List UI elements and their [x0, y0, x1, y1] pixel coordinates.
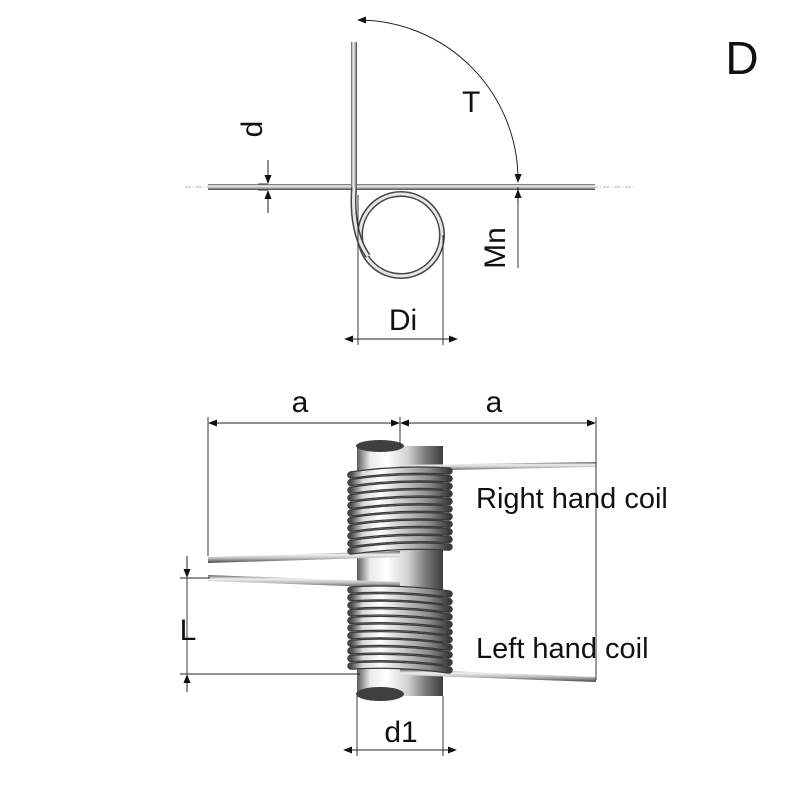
coil-turn [348, 482, 452, 493]
label-d1: d1 [384, 716, 417, 749]
coil-turn [348, 467, 452, 478]
caption-left-hand-coil: Left hand coil [476, 633, 649, 665]
top-right-leg [355, 184, 595, 190]
label-d: d [236, 121, 269, 138]
left-coil-upper-leg [208, 575, 400, 588]
coil-turn [348, 601, 452, 612]
coil-turn [348, 662, 452, 673]
coil-turn [348, 528, 452, 539]
coil-turn [348, 513, 452, 524]
coil-turn [348, 498, 452, 508]
left-hand-coil [347, 585, 453, 674]
coil-turn [348, 617, 452, 627]
label-T: T [462, 86, 480, 119]
coil-turn [348, 594, 452, 605]
coil-turn [348, 520, 452, 531]
coil-turn [348, 475, 452, 486]
torque-arc [357, 16, 522, 183]
right-hand-coil [347, 466, 453, 555]
coil-turn [348, 624, 452, 635]
coil-turn [348, 609, 452, 620]
top-view: D T d Mn Di [185, 16, 759, 345]
view-letter: D [725, 32, 758, 84]
coil-turn [348, 632, 452, 643]
coil-turn [348, 586, 452, 597]
top-vertical-leg [351, 42, 357, 188]
coil-turn [348, 647, 452, 658]
caption-right-hand-coil: Right hand coil [476, 483, 668, 515]
label-a-left: a [292, 386, 309, 419]
coil-turn [348, 655, 452, 665]
coil-turn [348, 543, 452, 554]
label-Di: Di [389, 304, 417, 337]
top-left-leg [208, 184, 356, 190]
side-view: a a L d1 Right hand coil Left hand coil [180, 386, 668, 756]
coil-turn [348, 490, 452, 501]
label-Mn: Mn [479, 227, 512, 269]
coil-turn [348, 505, 452, 516]
coil-turn [348, 536, 452, 546]
label-a-right: a [486, 386, 503, 419]
label-L: L [180, 614, 197, 647]
coil-turn [348, 639, 452, 650]
